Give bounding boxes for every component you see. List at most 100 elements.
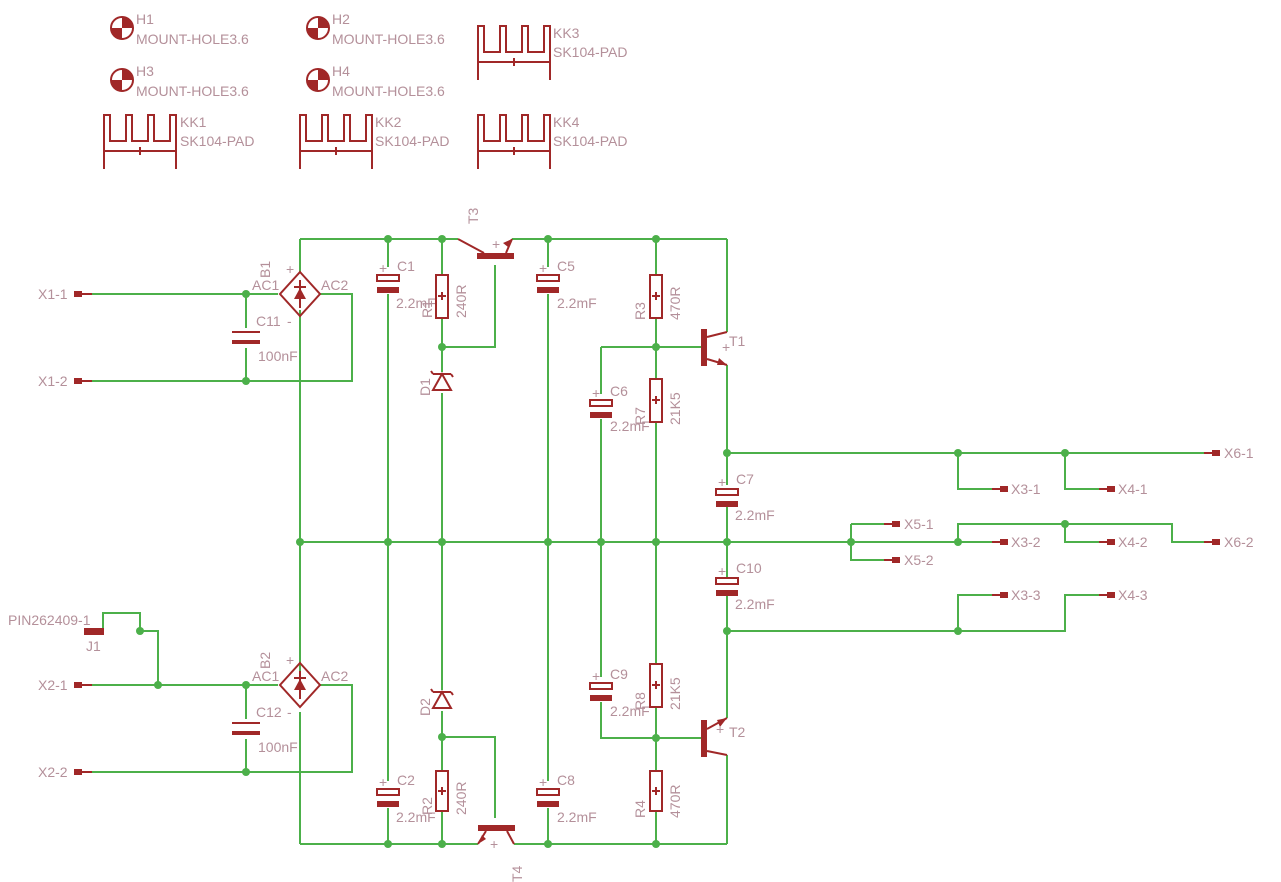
- transistor-t1: + T1: [701, 329, 746, 366]
- resistor-r8: R8 21K5: [632, 663, 683, 710]
- h1-name: H1: [136, 11, 154, 27]
- connector-j1: PIN262409-1 J1: [8, 612, 104, 654]
- r4-name: R4: [632, 800, 648, 818]
- b2-minus: -: [287, 704, 292, 720]
- j1-value: PIN262409-1: [8, 612, 91, 628]
- c12-name: C12: [256, 704, 282, 720]
- x3-1-label: X3-1: [1011, 481, 1041, 497]
- connector-x3-3: X3-3: [992, 587, 1041, 603]
- kk4-value: SK104-PAD: [553, 133, 627, 149]
- kk3-value: SK104-PAD: [553, 44, 627, 60]
- b1-ac2: AC2: [321, 277, 348, 293]
- h2-name: H2: [332, 11, 350, 27]
- junctions: [136, 235, 1069, 848]
- r1-value: 240R: [453, 285, 469, 318]
- capacitor-c12: C12 100nF: [232, 704, 298, 755]
- resistor-r1: R1 240R: [419, 274, 469, 319]
- t1-name: T1: [729, 333, 746, 349]
- c2-plus: +: [379, 774, 387, 790]
- h4-value: MOUNT-HOLE3.6: [332, 83, 445, 99]
- c11-name: C11: [256, 313, 281, 329]
- r4-value: 470R: [667, 785, 683, 818]
- c8-value: 2.2mF: [557, 809, 597, 825]
- r8-name: R8: [632, 692, 648, 710]
- c5-name: C5: [557, 258, 575, 274]
- d2-name: D2: [417, 698, 433, 716]
- b2-ac2: AC2: [321, 668, 348, 684]
- c5-plus: +: [539, 260, 547, 276]
- b1-plus: +: [286, 261, 294, 277]
- capacitor-c2: + C2 2.2mF: [376, 772, 436, 825]
- c1-plus: +: [379, 260, 387, 276]
- c7-value: 2.2mF: [735, 507, 775, 523]
- x1-1-label: X1-1: [38, 286, 68, 302]
- connector-x1-1: X1-1: [38, 286, 92, 302]
- mount-hole-h3: H3 MOUNT-HOLE3.6: [110, 63, 249, 99]
- capacitor-c8: + C8 2.2mF: [536, 772, 597, 825]
- x4-2-label: X4-2: [1118, 534, 1148, 550]
- capacitor-c10: + C10 2.2mF: [715, 560, 775, 612]
- connector-x6-1: X6-1: [1204, 445, 1254, 461]
- connector-x4-1: X4-1: [1099, 481, 1148, 497]
- capacitor-c6: + C6 2.2mF: [589, 383, 650, 434]
- c8-plus: +: [539, 774, 547, 790]
- mount-hole-h2: H2 MOUNT-HOLE3.6: [306, 11, 445, 47]
- c9-plus: +: [592, 668, 600, 684]
- h2-value: MOUNT-HOLE3.6: [332, 31, 445, 47]
- c2-value: 2.2mF: [396, 809, 436, 825]
- x6-2-label: X6-2: [1224, 534, 1254, 550]
- c10-plus: +: [718, 563, 726, 579]
- c6-value: 2.2mF: [610, 418, 650, 434]
- connector-x5-1: X5-1: [884, 516, 934, 532]
- transistor-t2: + T2: [701, 717, 746, 757]
- resistor-r7: R7 21K5: [632, 378, 683, 425]
- r3-value: 470R: [667, 287, 683, 320]
- c10-name: C10: [736, 560, 762, 576]
- c1-name: C1: [397, 258, 415, 274]
- connector-x4-3: X4-3: [1099, 587, 1148, 603]
- c6-name: C6: [610, 383, 628, 399]
- mount-hole-h4: H4 MOUNT-HOLE3.6: [306, 63, 445, 99]
- capacitor-c11: C11 100nF: [232, 313, 298, 364]
- b1-ac1: AC1: [252, 277, 279, 293]
- kk1-name: KK1: [180, 114, 207, 130]
- mount-hole-h1: H1 MOUNT-HOLE3.6: [110, 11, 249, 47]
- x5-1-label: X5-1: [904, 516, 934, 532]
- resistor-r2: R2 240R: [419, 770, 469, 815]
- r7-name: R7: [632, 407, 648, 425]
- resistor-r3: R3 470R: [632, 274, 683, 320]
- bridge-b2: B2 + - AC1 AC2: [252, 652, 348, 720]
- t3-name: T3: [465, 207, 481, 224]
- x6-1-label: X6-1: [1224, 445, 1254, 461]
- connector-x4-2: X4-2: [1099, 534, 1148, 550]
- t2-name: T2: [729, 724, 746, 740]
- heatsink-kk3: KK3 SK104-PAD: [477, 25, 627, 80]
- r3-name: R3: [632, 302, 648, 320]
- bridge-b1: B1 + - AC1 AC2: [252, 261, 348, 329]
- connector-x3-2: X3-2: [992, 534, 1041, 550]
- kk4-name: KK4: [553, 114, 580, 130]
- kk2-value: SK104-PAD: [375, 133, 449, 149]
- x1-2-label: X1-2: [38, 373, 68, 389]
- x4-1-label: X4-1: [1118, 481, 1148, 497]
- r8-value: 21K5: [667, 677, 683, 710]
- heatsink-kk2: KK2 SK104-PAD: [299, 114, 449, 169]
- connector-x2-2: X2-2: [38, 764, 92, 780]
- b1-minus: -: [287, 313, 292, 329]
- connector-x3-1: X3-1: [992, 481, 1041, 497]
- r2-value: 240R: [453, 782, 469, 815]
- r1-name: R1: [419, 300, 435, 318]
- t4-name: T4: [509, 865, 525, 882]
- kk1-value: SK104-PAD: [180, 133, 254, 149]
- c7-name: C7: [736, 471, 754, 487]
- heatsink-kk1: KK1 SK104-PAD: [103, 114, 254, 169]
- r7-value: 21K5: [667, 392, 683, 425]
- h1-value: MOUNT-HOLE3.6: [136, 31, 249, 47]
- c11-value: 100nF: [258, 348, 298, 364]
- resistor-r4: R4 470R: [632, 770, 683, 818]
- h4-name: H4: [332, 63, 350, 79]
- kk2-name: KK2: [375, 114, 402, 130]
- c9-value: 2.2mF: [610, 703, 650, 719]
- diode-d2: D2: [417, 688, 454, 716]
